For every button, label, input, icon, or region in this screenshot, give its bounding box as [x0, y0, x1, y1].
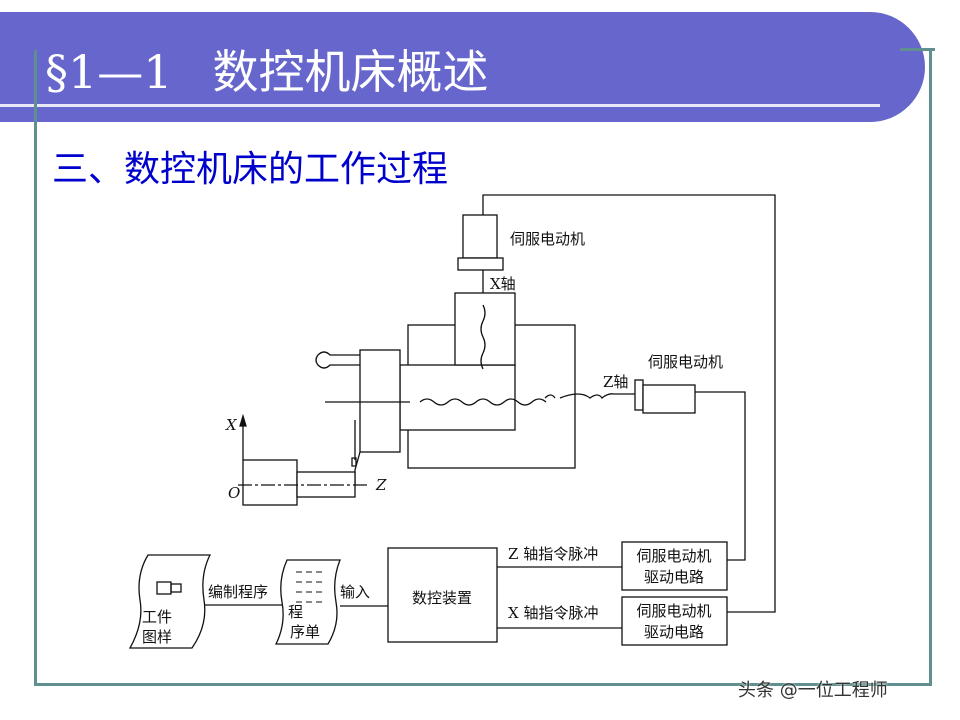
- nc-unit-box: [387, 547, 498, 643]
- x-slide-block: [454, 292, 516, 366]
- frame-corner: [900, 48, 935, 51]
- tool-post: [359, 349, 401, 453]
- part-drawing-sheet: [128, 554, 212, 649]
- z-driver-label-1: 伺服电动机: [636, 547, 711, 565]
- drawing-label-1: 工件: [142, 608, 172, 626]
- z-motor-flange: [634, 379, 644, 411]
- x-motor-label: 伺服电动机: [510, 230, 585, 248]
- z-feedback-line: [695, 391, 746, 561]
- x-driver-label-1: 伺服电动机: [636, 602, 711, 620]
- program-sheet-label-1: 程: [288, 603, 303, 621]
- z-driver-label-2: 驱动电路: [644, 568, 704, 586]
- z-axis-label: Z轴: [603, 373, 628, 391]
- tool-holder: [315, 351, 360, 369]
- x-servo-motor: [462, 214, 498, 259]
- x-driver-box: [621, 596, 728, 646]
- z-pulse-label: Z 轴指令脉冲: [508, 545, 598, 563]
- section-title: 数控机床概述: [212, 45, 489, 99]
- x-feedback-line: [482, 194, 776, 613]
- x-leadscrew: [480, 304, 486, 370]
- section-number: §1—1: [45, 45, 173, 99]
- z-leadscrew: [419, 393, 635, 406]
- coord-o-label: O: [228, 484, 240, 502]
- z-motor-label: 伺服电动机: [648, 353, 723, 371]
- cross-slide: [399, 364, 516, 431]
- slide-subtitle: 三、数控机床的工作过程: [52, 149, 449, 190]
- x-driver-label-2: 驱动电路: [644, 623, 704, 641]
- input-label: 输入: [340, 583, 370, 601]
- program-sheet-label-2: 序单: [290, 623, 320, 641]
- nc-unit-label: 数控装置: [412, 589, 472, 607]
- z-servo-motor: [642, 384, 696, 414]
- z-driver-box: [621, 541, 728, 591]
- workpiece-chuck: [242, 459, 298, 506]
- slide-title: §1—1 数控机床概述: [45, 36, 489, 102]
- x-arrow-icon: [239, 413, 247, 427]
- banner-divider: [0, 104, 880, 107]
- programming-label: 编制程序: [208, 583, 268, 601]
- coord-z-label: Z: [375, 476, 387, 494]
- x-axis-label: X轴: [490, 275, 516, 293]
- watermark: 头条 @一位工程师: [738, 680, 888, 701]
- coord-x-label: X: [225, 416, 238, 434]
- x-pulse-label: X 轴指令脉冲: [508, 604, 598, 622]
- x-motor-base: [457, 257, 504, 271]
- title-banner: [0, 12, 925, 122]
- drawing-label-2: 图样: [142, 628, 172, 646]
- content-frame: [34, 50, 932, 686]
